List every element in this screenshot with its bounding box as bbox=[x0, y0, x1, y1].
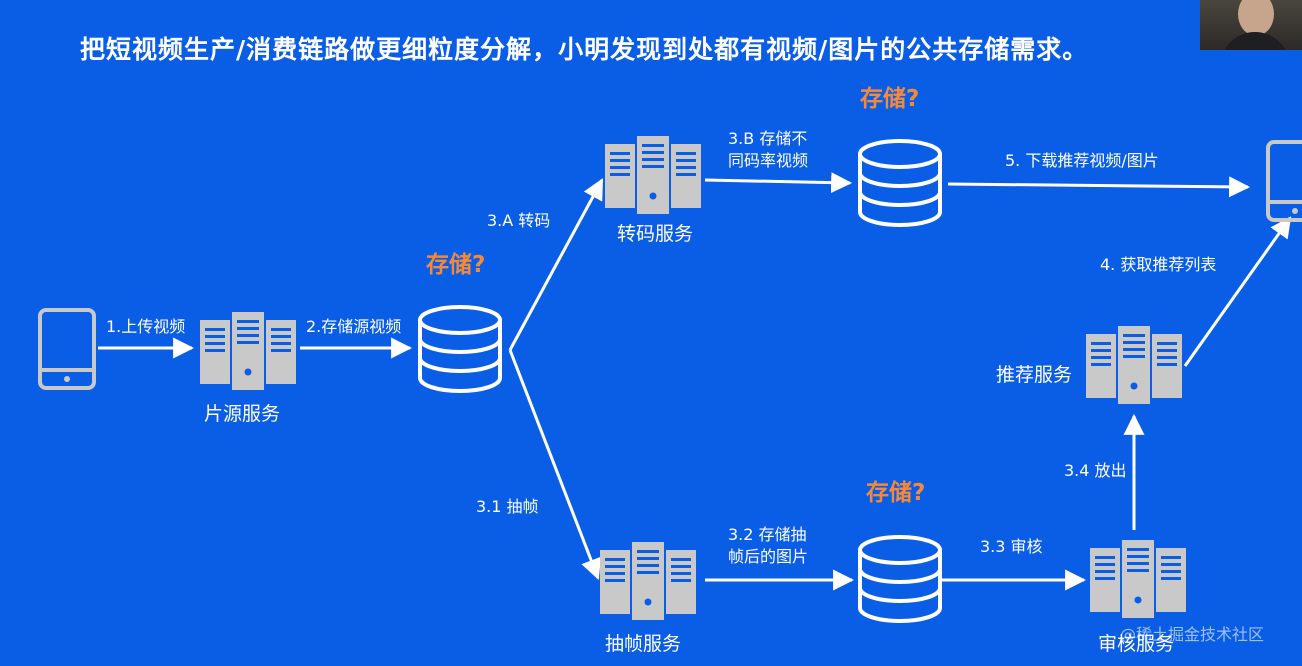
edge-label-fetch-list: 4. 获取推荐列表 bbox=[1100, 255, 1216, 274]
edge-label-store-frames: 3.2 存储抽 bbox=[728, 525, 807, 544]
arrow-fetch-list bbox=[1183, 216, 1292, 367]
storage-question: 存储? bbox=[866, 479, 925, 506]
node-label-frame-service: 抽帧服务 bbox=[605, 633, 681, 655]
node-label-source-service: 片源服务 bbox=[204, 403, 280, 425]
edge-label-store-bitrates: 3.B 存储不 bbox=[728, 129, 807, 148]
edge-label-store-source: 2.存储源视频 bbox=[306, 317, 401, 336]
arrow-download bbox=[947, 176, 1251, 198]
slide-title: 把短视频生产/消费链路做更细粒度分解，小明发现到处都有视频/图片的公共存储需求。 bbox=[80, 35, 1089, 64]
server-icon bbox=[1086, 326, 1182, 404]
database-icon bbox=[858, 139, 942, 227]
webcam-overlay bbox=[1200, 0, 1302, 50]
connectors bbox=[98, 172, 1292, 591]
arrow-store-bitrates bbox=[704, 172, 853, 194]
arrow-extract-frames bbox=[508, 349, 601, 580]
edge-label-review: 3.3 审核 bbox=[980, 537, 1043, 556]
server-icon bbox=[1090, 540, 1186, 618]
edge-label-store-frames: 帧后的图片 bbox=[728, 547, 808, 566]
database-icon bbox=[858, 535, 942, 623]
presenter-body bbox=[1220, 32, 1290, 50]
phone-icon bbox=[38, 308, 96, 390]
node-label-review-service: 审核服务 bbox=[1098, 633, 1174, 655]
node-label-recommend-service: 推荐服务 bbox=[996, 364, 1072, 386]
server-icon bbox=[605, 136, 701, 214]
node-label-transcode-service: 转码服务 bbox=[617, 223, 693, 245]
server-icon bbox=[600, 542, 696, 620]
phone-icon bbox=[1266, 140, 1302, 222]
storage-question: 存储? bbox=[426, 251, 485, 278]
database-icon bbox=[418, 305, 502, 393]
watermark: @稀土掘金技术社区 bbox=[1120, 625, 1264, 644]
edge-label-transcode: 3.A 转码 bbox=[487, 211, 550, 230]
edge-label-store-bitrates: 同码率视频 bbox=[728, 151, 808, 170]
edge-label-download: 5. 下载推荐视频/图片 bbox=[1005, 151, 1159, 170]
presenter-face bbox=[1238, 0, 1274, 36]
storage-question: 存储? bbox=[860, 85, 919, 112]
arrow-transcode bbox=[508, 178, 604, 351]
edge-label-upload: 1.上传视频 bbox=[106, 317, 185, 336]
server-icon bbox=[200, 312, 296, 390]
edge-label-extract-frames: 3.1 抽帧 bbox=[476, 497, 539, 516]
edge-label-release: 3.4 放出 bbox=[1064, 461, 1127, 480]
